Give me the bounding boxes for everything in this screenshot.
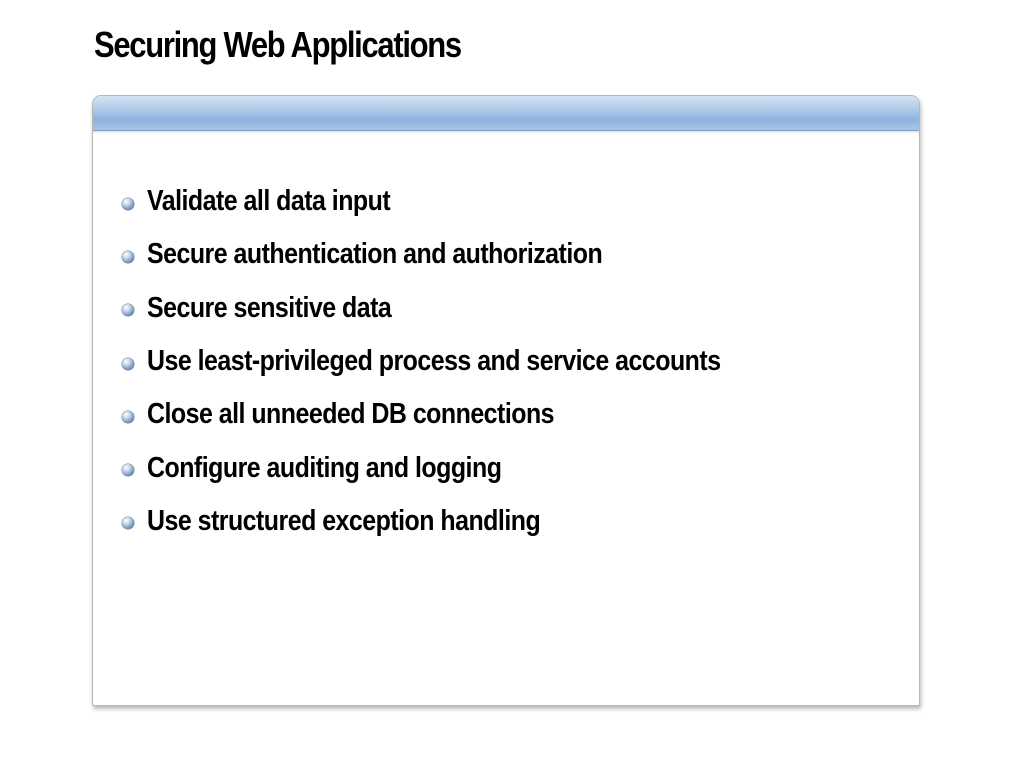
bullet-item: Secure sensitive data xyxy=(122,282,814,335)
bullet-list: Validate all data input Secure authentic… xyxy=(122,175,814,548)
sphere-bullet-icon xyxy=(122,517,134,530)
bullet-text: Close all unneeded DB connections xyxy=(147,398,555,431)
bullet-text: Use structured exception handling xyxy=(147,504,541,537)
bullet-text: Validate all data input xyxy=(147,185,391,218)
bullet-text: Use least-privileged process and service… xyxy=(147,345,721,378)
bullet-item: Use structured exception handling xyxy=(122,495,814,548)
sphere-bullet-icon xyxy=(122,464,134,477)
bullet-item: Use least-privileged process and service… xyxy=(122,335,814,388)
sphere-bullet-icon xyxy=(122,410,134,423)
bullet-text: Secure sensitive data xyxy=(147,291,392,324)
bullet-item: Configure auditing and logging xyxy=(122,441,814,494)
panel-header-bar xyxy=(93,96,919,134)
bullet-item: Validate all data input xyxy=(122,175,814,228)
sphere-bullet-icon xyxy=(122,197,134,210)
bullet-text: Configure auditing and logging xyxy=(147,451,502,484)
content-panel xyxy=(92,95,920,706)
bullet-text: Secure authentication and authorization xyxy=(147,238,603,271)
sphere-bullet-icon xyxy=(122,357,134,370)
slide-title: Securing Web Applications xyxy=(94,24,462,65)
sphere-bullet-icon xyxy=(122,304,134,317)
bullet-item: Close all unneeded DB connections xyxy=(122,388,814,441)
sphere-bullet-icon xyxy=(122,250,134,263)
bullet-item: Secure authentication and authorization xyxy=(122,228,814,281)
